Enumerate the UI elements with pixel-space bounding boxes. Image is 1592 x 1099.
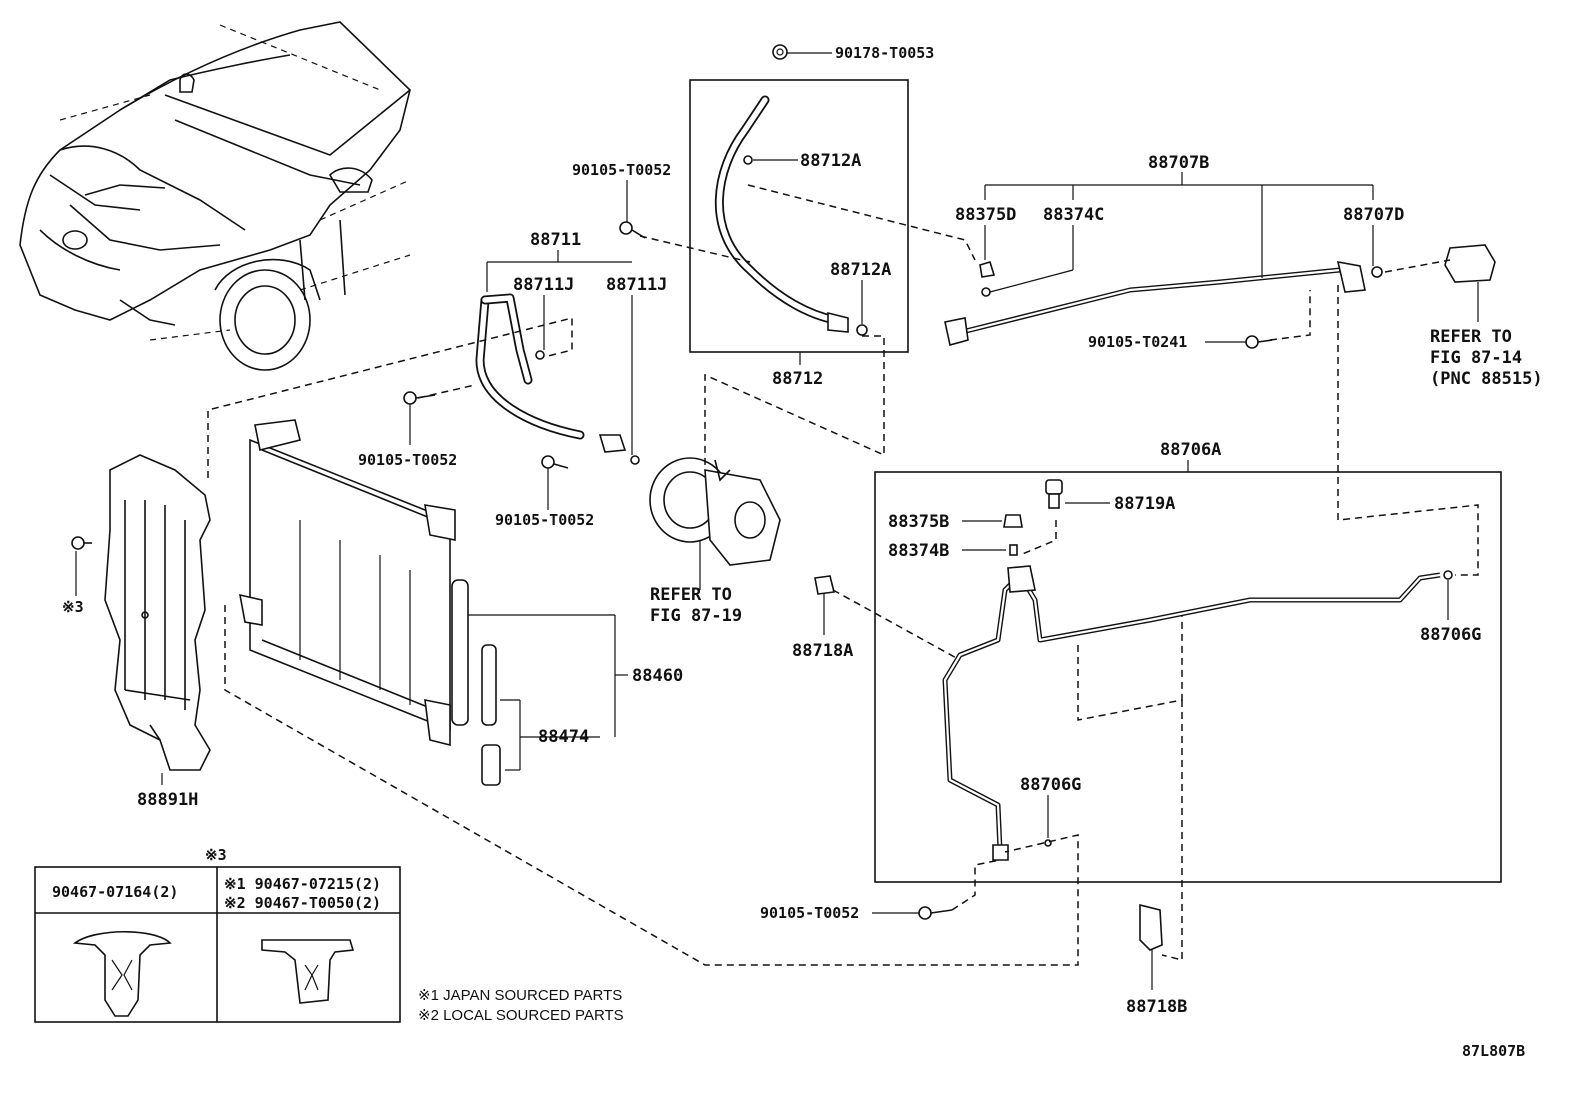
label-88375d: 88375D: [955, 205, 1016, 225]
label-88718a: 88718A: [792, 641, 853, 661]
pipe-88706a-box: [874, 460, 1502, 883]
refer-fig-87-19-line2: FIG 87-19: [650, 606, 742, 626]
label-88712a-bottom: 88712A: [830, 260, 891, 280]
refer-fig-87-14-line3: (PNC 88515): [1430, 369, 1543, 389]
clip-table: [34, 866, 401, 1023]
label-88374c: 88374C: [1043, 205, 1104, 225]
label-88706g-right: 88706G: [1420, 625, 1481, 645]
clip-table-header-mark: ※3: [205, 846, 227, 864]
compressor: [649, 457, 781, 590]
clip-icon-90467-07164: [72, 931, 172, 1017]
label-88711: 88711: [530, 230, 581, 250]
label-90105-t0052-c: 90105-T0052: [495, 511, 594, 529]
label-90105-t0052-b: 90105-T0052: [358, 451, 457, 469]
expansion-valve: [1444, 244, 1496, 322]
cap-90178-t0053: [772, 44, 832, 60]
connection-leaders: [207, 184, 1479, 966]
o-ring-88706g-lower: [1044, 795, 1052, 847]
bolt-90105-t0052-a: [619, 180, 646, 239]
clip-part-90467-07215: ※1 90467-07215(2): [224, 875, 381, 893]
label-88712: 88712: [772, 369, 823, 389]
vehicle-illustration: [19, 21, 411, 371]
clip-icon-90467-07215: [261, 939, 355, 1004]
label-90105-t0241: 90105-T0241: [1088, 333, 1187, 351]
clip-part-90467-07164: 90467-07164(2): [52, 883, 178, 901]
figure-code: 87L807B: [1462, 1042, 1525, 1060]
label-88474: 88474: [538, 727, 589, 747]
bolt-90105-t0052-b: [403, 391, 436, 445]
filter-88474: [481, 644, 600, 786]
hose-88711: [475, 250, 640, 465]
bolt-90105-t0052-d: [872, 906, 953, 920]
clamp-88718b: [1139, 903, 1163, 990]
cap-88375b: [962, 514, 1023, 528]
label-mark-3: ※3: [62, 598, 84, 616]
note-japan-sourced: ※1 JAPAN SOURCED PARTS: [418, 987, 622, 1004]
bolt-90105-t0241: [1205, 335, 1273, 349]
label-90178-t0053: 90178-T0053: [835, 44, 934, 62]
bracket-88891h: [71, 454, 211, 785]
refer-fig-87-14-line1: REFER TO: [1430, 327, 1512, 347]
hose-88712-box: [689, 79, 909, 365]
label-88707b: 88707B: [1148, 153, 1209, 173]
label-90105-t0052-a: 90105-T0052: [572, 161, 671, 179]
refer-fig-87-19-line1: REFER TO: [650, 585, 732, 605]
label-88891h: 88891H: [137, 790, 198, 810]
label-88718b: 88718B: [1126, 997, 1187, 1017]
label-88711j-right: 88711J: [606, 275, 667, 295]
bolt-90105-t0052-c: [541, 455, 569, 510]
label-88707d: 88707D: [1343, 205, 1404, 225]
label-88712a-top: 88712A: [800, 151, 861, 171]
label-88719a: 88719A: [1114, 494, 1175, 514]
note-local-sourced: ※2 LOCAL SOURCED PARTS: [418, 1007, 624, 1024]
pipe-88707b: [944, 172, 1383, 346]
pressure-switch-88719a: [1045, 479, 1110, 509]
label-88706g-lower: 88706G: [1020, 775, 1081, 795]
label-88375b: 88375B: [888, 512, 949, 532]
label-90105-t0052-d: 90105-T0052: [760, 904, 859, 922]
label-88460: 88460: [632, 666, 683, 686]
o-ring-88374b: [962, 544, 1018, 556]
condenser-88460: [238, 419, 628, 747]
refer-fig-87-14-line2: FIG 87-14: [1430, 348, 1522, 368]
label-88706a: 88706A: [1160, 440, 1221, 460]
label-88374b: 88374B: [888, 541, 949, 561]
clamp-88718a: [814, 575, 835, 635]
label-88711j-left: 88711J: [513, 275, 574, 295]
clip-part-90467-t0050: ※2 90467-T0050(2): [224, 894, 381, 912]
